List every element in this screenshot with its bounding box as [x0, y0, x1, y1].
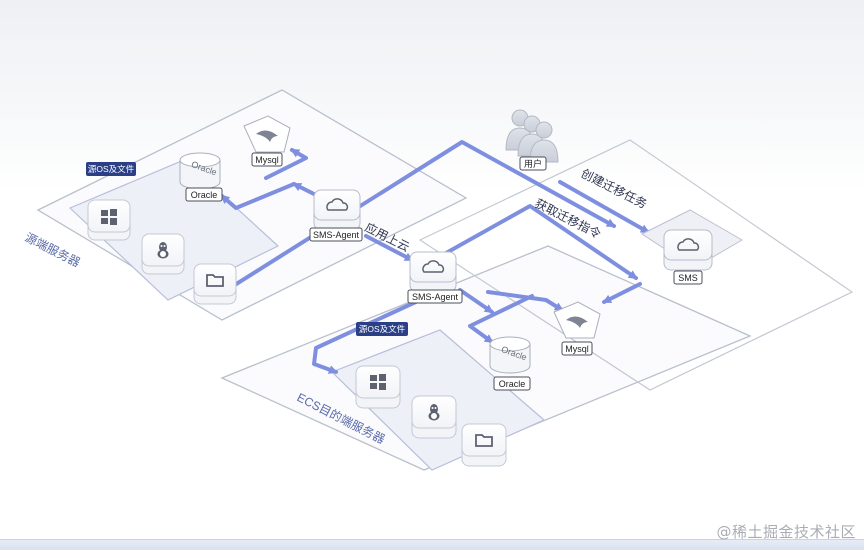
source-db-line [220, 182, 296, 210]
target-mysql-db [553, 301, 601, 339]
cloud-icon [326, 198, 349, 211]
create-task-label: 创建迁移任务 [579, 165, 650, 211]
instructions-flow-line [428, 204, 638, 280]
source-mysql-db [243, 115, 291, 153]
source-linux-node [141, 233, 185, 275]
target-oracle-label-box: Oracle [493, 376, 531, 391]
create-task-flow-line [558, 180, 650, 234]
target-sms-agent-node [409, 251, 457, 293]
source-folder-node [193, 263, 237, 305]
target-files-tag: 源OS及文件 [356, 322, 408, 336]
source-server-label: 源端服务器 [23, 229, 83, 270]
watermark: @稀土掘金技术社区 [716, 523, 856, 541]
cloud-platform [418, 139, 854, 391]
migrate-flow-line [212, 140, 616, 300]
target-linux-node [411, 395, 457, 439]
user-label-box: 用户 [519, 156, 547, 171]
sms-label: SMS [678, 273, 698, 283]
source-mysql-label: Mysql [255, 155, 279, 165]
target-oracle-label: Oracle [499, 379, 526, 389]
source-oracle-label: Oracle [191, 190, 218, 200]
target-mysql-label-box: Mysql [561, 341, 593, 356]
cloud-icon [422, 260, 445, 273]
source-files-tag-text: 源OS及文件 [88, 164, 135, 174]
source-oracle-label-box: Oracle [185, 187, 223, 202]
source-agent-label-box: SMS-Agent [309, 227, 363, 242]
target-agent-label-box: SMS-Agent [407, 289, 463, 304]
source-mysql-label-box: Mysql [251, 152, 283, 167]
target-agent-to-db-line [458, 288, 494, 314]
target-files-tag-text: 源OS及文件 [359, 324, 406, 334]
sms-to-target-line [602, 282, 642, 304]
target-folder-node [461, 423, 507, 467]
source-sms-agent-node [313, 189, 361, 231]
target-mysql-label: Mysql [565, 344, 589, 354]
source-mysql-line [264, 148, 308, 180]
target-db-line [468, 294, 534, 344]
users-icon [505, 109, 559, 163]
source-windows-node [87, 199, 131, 241]
source-agent-label: SMS-Agent [313, 230, 360, 240]
target-mysql-line [486, 290, 564, 312]
cloud-icon [677, 238, 700, 251]
source-oracle-db: Oracle [179, 152, 221, 190]
dolphin-icon [256, 130, 278, 142]
sms-service-node [663, 229, 713, 271]
agent-to-target-line [364, 234, 414, 262]
target-windows-node [355, 365, 401, 409]
sms-label-box: SMS [673, 270, 703, 285]
dolphin-icon [566, 316, 588, 328]
target-oracle-db: Oracle [489, 336, 531, 374]
target-agent-label: SMS-Agent [412, 292, 459, 302]
user-label: 用户 [524, 158, 542, 169]
bottom-scroll-strip [0, 539, 864, 550]
source-files-tag: 源OS及文件 [86, 162, 136, 176]
